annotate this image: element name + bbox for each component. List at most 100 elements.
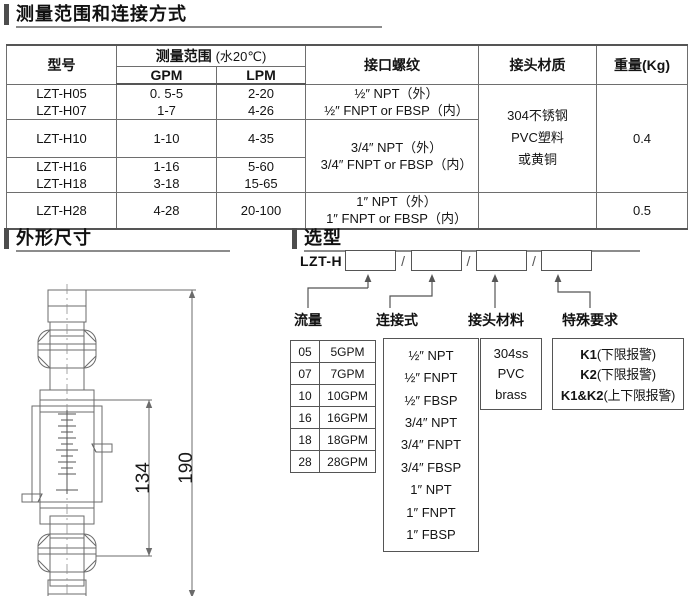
code-box-special[interactable] [541, 250, 593, 271]
material-option: brass [495, 387, 527, 403]
cell-thread-1: 3/4″ NPT（外） 3/4″ FNPT or FBSP（内） [305, 119, 480, 193]
lpm-value: 15-65 [244, 176, 278, 191]
connection-option: 1″ FBSP [406, 527, 456, 543]
special-note: (下限报警) [596, 346, 656, 362]
gpm-value: 3-18 [153, 176, 180, 191]
section-title-dimensions: 外形尺寸 [16, 228, 92, 248]
cell-gpm-0: 0. 5-5 1-7 [116, 83, 217, 120]
category-label-connection: 连接式 [376, 312, 418, 328]
cell-lpm-3: 20-100 [215, 192, 307, 230]
cell-lpm-2: 5-60 15-65 [215, 157, 307, 193]
specification-table: 型号 测量范围 (水20℃) 接口螺纹 接头材质 重量(Kg) GPM LPM … [6, 44, 689, 230]
special-code: K1&K2 [560, 388, 604, 404]
flow-code: 28 [290, 450, 320, 473]
category-label-flow: 流量 [294, 312, 322, 328]
gpm-value: 1-16 [153, 159, 180, 174]
cell-lpm-1: 4-35 [215, 119, 307, 158]
thread-spec: 3/4″ NPT（外） [350, 140, 443, 155]
connection-option: 3/4″ NPT [404, 415, 458, 431]
special-options-box: K1(下限报警) K2(下限报警) K1&K2(上下限报警) [552, 338, 684, 410]
connection-option: ½″ FBSP [404, 392, 458, 408]
cell-models-0: LZT-H05 LZT-H07 [6, 83, 117, 120]
cell-thread-3: 1″ NPT（外） 1″ FNPT or FBSP（内） [305, 192, 480, 230]
table-header-row-1: 型号 测量范围 (水20℃) 接口螺纹 接头材质 重量(Kg) [6, 44, 689, 85]
section-title-spec: 测量范围和连接方式 [16, 4, 187, 24]
flow-code: 07 [290, 362, 320, 385]
col-header-range: 测量范围 [155, 48, 212, 64]
cell-models-1: LZT-H10 [6, 119, 117, 158]
table-row: LZT-H16 LZT-H18 1-16 3-18 5-60 15-65 [6, 157, 688, 193]
cell-material: 304不锈钢 PVC塑料 或黄铜 [478, 83, 598, 193]
connection-option: 3/4″ FNPT [400, 437, 462, 453]
flow-code: 10 [290, 384, 320, 407]
dimension-label-inner: 134 [133, 462, 154, 494]
table-header-row-2: GPM LPM [7, 66, 688, 85]
lpm-value: 5-60 [247, 159, 275, 174]
section-accent-bar [292, 228, 297, 249]
dimension-label-outer: 190 [176, 452, 197, 484]
table-row: LZT-H28 4-28 20-100 1″ NPT（外） 1″ FNPT or… [6, 192, 689, 230]
gpm-value: 1-7 [157, 103, 176, 118]
section-header-dimensions: 外形尺寸 [4, 228, 92, 249]
col-header-range-condition: (水20℃) [215, 49, 267, 64]
model-name: LZT-H18 [36, 176, 87, 191]
code-separator: / [401, 252, 406, 269]
flow-value: 16GPM [319, 406, 376, 429]
flow-code: 16 [290, 406, 320, 429]
section-rule-spec [16, 26, 382, 28]
special-option: K1(下限报警) [580, 344, 656, 363]
material-option: 304ss [493, 345, 529, 361]
special-note: (下限报警) [596, 367, 656, 383]
section-accent-bar [4, 228, 9, 249]
dimension-drawing: 134 190 [21, 284, 197, 596]
section-rule-selection [304, 250, 640, 252]
code-box-material[interactable] [475, 250, 527, 271]
material-option: PVC [497, 366, 525, 382]
section-header-selection: 选型 [292, 228, 342, 249]
category-label-special: 特殊要求 [562, 312, 618, 328]
connection-option: 1″ FNPT [406, 504, 456, 520]
connection-option: ½″ FNPT [404, 370, 458, 386]
col-header-range-group: 测量范围 (水20℃) [115, 44, 307, 67]
code-separator: / [531, 252, 537, 269]
flow-code: 05 [290, 340, 320, 363]
gpm-value: 0. 5-5 [149, 86, 184, 101]
special-code: K1 [580, 346, 597, 362]
thread-spec: 1″ NPT（外） [356, 194, 437, 210]
col-header-lpm: LPM [215, 66, 307, 85]
cell-gpm-2: 1-16 3-18 [116, 157, 217, 193]
connection-options-box: ½″ NPT ½″ FNPT ½″ FBSP 3/4″ NPT 3/4″ FNP… [383, 338, 479, 552]
section-title-selection: 选型 [304, 228, 342, 248]
material-option: 或黄铜 [518, 152, 558, 168]
col-header-weight: 重量(Kg) [596, 44, 689, 85]
flow-value: 18GPM [319, 428, 376, 451]
model-name: LZT-H07 [36, 102, 87, 118]
code-box-connection[interactable] [410, 250, 462, 271]
flow-value: 10GPM [319, 384, 376, 407]
connection-option: 1″ NPT [410, 482, 452, 498]
col-header-gpm: GPM [116, 66, 217, 85]
flow-value: 7GPM [319, 362, 376, 385]
cell-models-3: LZT-H28 [6, 192, 117, 230]
material-option: PVC塑料 [511, 130, 564, 146]
cell-models-2: LZT-H16 LZT-H18 [6, 157, 117, 193]
leader-lines [307, 274, 591, 308]
special-option: K1&K2(上下限报警) [561, 385, 675, 404]
col-header-model: 型号 [6, 44, 117, 85]
model-name: LZT-H05 [36, 85, 87, 101]
cell-material-empty [478, 192, 598, 230]
cell-gpm-3: 4-28 [116, 192, 217, 230]
section-accent-bar [4, 4, 9, 25]
cell-thread-0: ½″ NPT（外） ½″ FNPT or FBSP（内） [305, 83, 480, 120]
flow-value: 5GPM [319, 340, 376, 363]
code-box-flow[interactable] [345, 250, 397, 271]
thread-spec: ½″ NPT（外） [354, 85, 439, 101]
cell-weight-1: 0.5 [596, 192, 689, 230]
